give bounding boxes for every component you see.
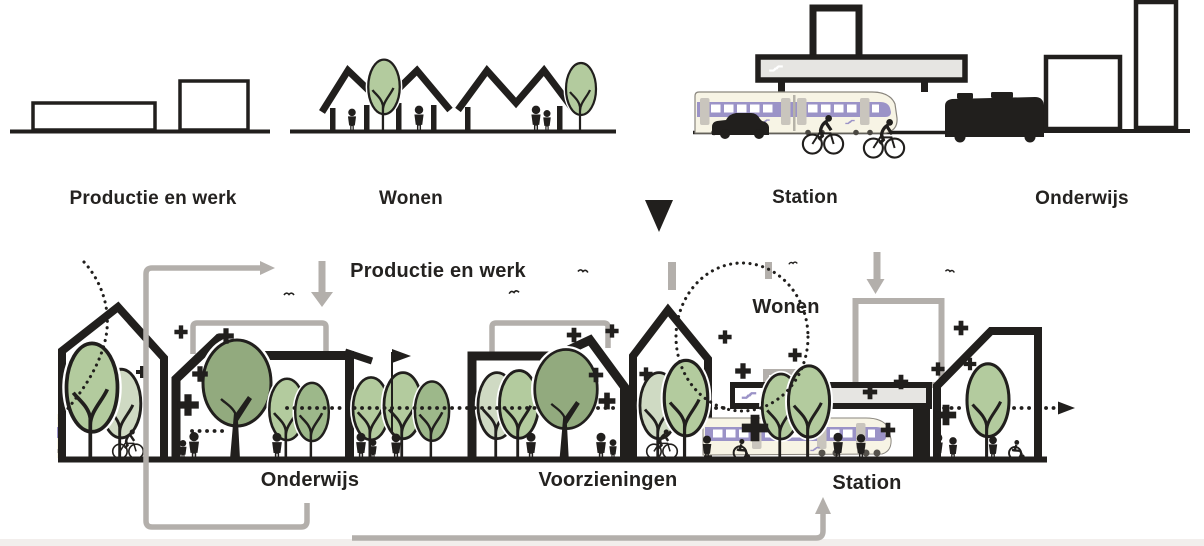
label-top-station: Station (772, 187, 838, 208)
tree-icon (562, 59, 600, 133)
bird-icon (283, 292, 295, 296)
flow-loop-arrow (143, 261, 310, 530)
flag-icon (391, 349, 411, 433)
label-bottom-wonen: Wonen (752, 296, 820, 318)
bird-icon (508, 289, 520, 295)
dashed-arcs (57, 260, 810, 421)
house-posts (330, 103, 563, 131)
label-top-productie-en-werk: Productie en werk (69, 188, 237, 209)
gray-volume-outline (852, 298, 945, 388)
bird-icon (788, 261, 798, 265)
label-bottom-onderwijs: Onderwijs (260, 469, 360, 491)
trees (60, 334, 1015, 461)
station-illustration (693, 4, 1044, 160)
label-bottom-station: Station (832, 472, 902, 494)
station-tower (809, 4, 863, 62)
bottom-scene-illustration (0, 252, 1204, 546)
label-top-wonen: Wonen (379, 188, 443, 209)
flow-arrow-to-station (352, 497, 831, 541)
bird-icon (944, 268, 956, 274)
label-bottom-productie-en-werk: Productie en werk (350, 260, 526, 282)
productie-en-werk-buildings (10, 79, 270, 134)
label-bottom-voorzieningen: Voorzieningen (538, 469, 678, 491)
footer-band (0, 539, 1204, 546)
down-arrow-icon (866, 252, 885, 294)
onderwijs-buildings (1032, 0, 1190, 133)
station-canopy (755, 54, 968, 83)
top-row-illustration (10, 0, 1190, 160)
tree-icon (410, 377, 454, 461)
bird-icon (577, 268, 589, 274)
transition-arrow-icon (645, 200, 673, 232)
down-arrow-icon (311, 261, 333, 307)
bus-icon (945, 92, 1044, 143)
car-icon (712, 113, 769, 139)
wonen-houses (290, 55, 616, 134)
label-top-onderwijs: Onderwijs (1035, 188, 1129, 209)
